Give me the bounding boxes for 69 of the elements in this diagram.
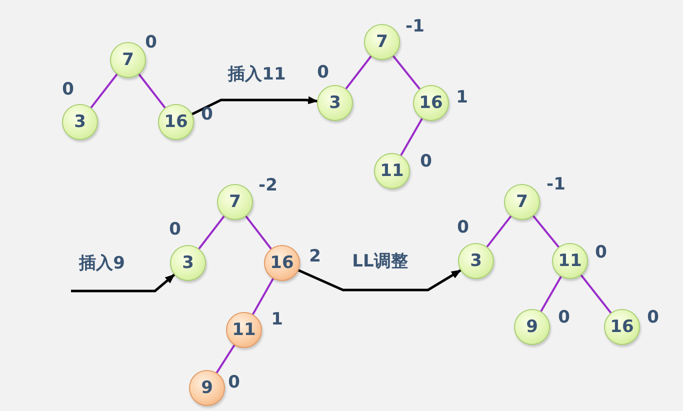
node-key: 11 xyxy=(558,252,582,270)
arrow xyxy=(192,96,318,116)
balance-factor: 0 xyxy=(647,310,659,326)
node-key: 7 xyxy=(516,194,528,210)
arrow xyxy=(71,274,176,292)
tree-node xyxy=(170,245,206,281)
tree-branch-line xyxy=(252,278,274,315)
tree-branch-line xyxy=(216,344,236,374)
node-key: 7 xyxy=(376,34,388,50)
node-key: 3 xyxy=(74,114,86,130)
tree-node xyxy=(552,243,588,279)
tree-branch-line xyxy=(198,216,225,250)
tree-branch-line xyxy=(90,74,118,108)
edge-label: 插入11 xyxy=(226,66,288,84)
tree-branch-line xyxy=(138,74,166,108)
node-key: 9 xyxy=(526,318,538,336)
node-key: 16 xyxy=(164,114,188,130)
balance-factor: 0 xyxy=(201,106,213,124)
balance-factor: -1 xyxy=(406,18,424,36)
tree-node xyxy=(458,243,494,279)
balance-factor: 0 xyxy=(457,220,469,236)
tree-node xyxy=(110,42,146,78)
node-key: 16 xyxy=(419,94,443,112)
unbalanced-tree-node xyxy=(226,312,262,348)
tree-branch-line xyxy=(400,118,423,156)
balance-factor: 0 xyxy=(62,82,74,98)
node-key: 3 xyxy=(329,94,341,112)
balance-factor: 0 xyxy=(595,244,607,262)
tree-node xyxy=(364,24,400,60)
tree-branch-line xyxy=(540,276,562,312)
balance-factor: -1 xyxy=(546,176,566,194)
tree-branch-line xyxy=(532,215,560,248)
node-key: 3 xyxy=(470,252,482,270)
balance-factor: 1 xyxy=(271,312,283,328)
balance-factor: 0 xyxy=(145,34,157,52)
balance-factor: 2 xyxy=(309,248,321,266)
arrow xyxy=(298,269,462,292)
balance-factor: -2 xyxy=(258,178,278,194)
tree-node xyxy=(317,85,353,121)
tree-node xyxy=(62,104,98,140)
node-key: 9 xyxy=(201,380,213,396)
node-key: 16 xyxy=(270,254,294,272)
balance-factor: 0 xyxy=(169,222,181,238)
node-key: 11 xyxy=(380,162,404,180)
node-key: 7 xyxy=(229,194,241,210)
balance-factor: 0 xyxy=(420,154,432,170)
node-key: 7 xyxy=(122,52,134,68)
unbalanced-tree-node xyxy=(189,370,225,406)
tree-node xyxy=(413,85,449,121)
node-key: 16 xyxy=(610,318,634,336)
tree-node xyxy=(514,309,550,345)
balance-factor: 0 xyxy=(558,310,570,326)
tree-node xyxy=(604,309,640,345)
balance-factor: 0 xyxy=(228,374,240,392)
node-key: 11 xyxy=(232,322,256,338)
tree-branch-line xyxy=(580,274,612,314)
tree-branch-line xyxy=(392,55,420,90)
edge-label: 插入9 xyxy=(77,254,127,274)
tree-node xyxy=(158,104,194,140)
balance-factor: 0 xyxy=(317,64,329,82)
tree-branch-line xyxy=(486,216,512,248)
tree-node xyxy=(504,184,540,220)
tree-branch-line xyxy=(245,216,272,250)
unbalanced-tree-node xyxy=(264,245,300,281)
node-key: 3 xyxy=(182,254,194,272)
balance-factor: 1 xyxy=(456,90,468,106)
tree-node xyxy=(374,153,410,189)
tree-node xyxy=(217,184,253,220)
tree-branch-line xyxy=(345,56,372,90)
